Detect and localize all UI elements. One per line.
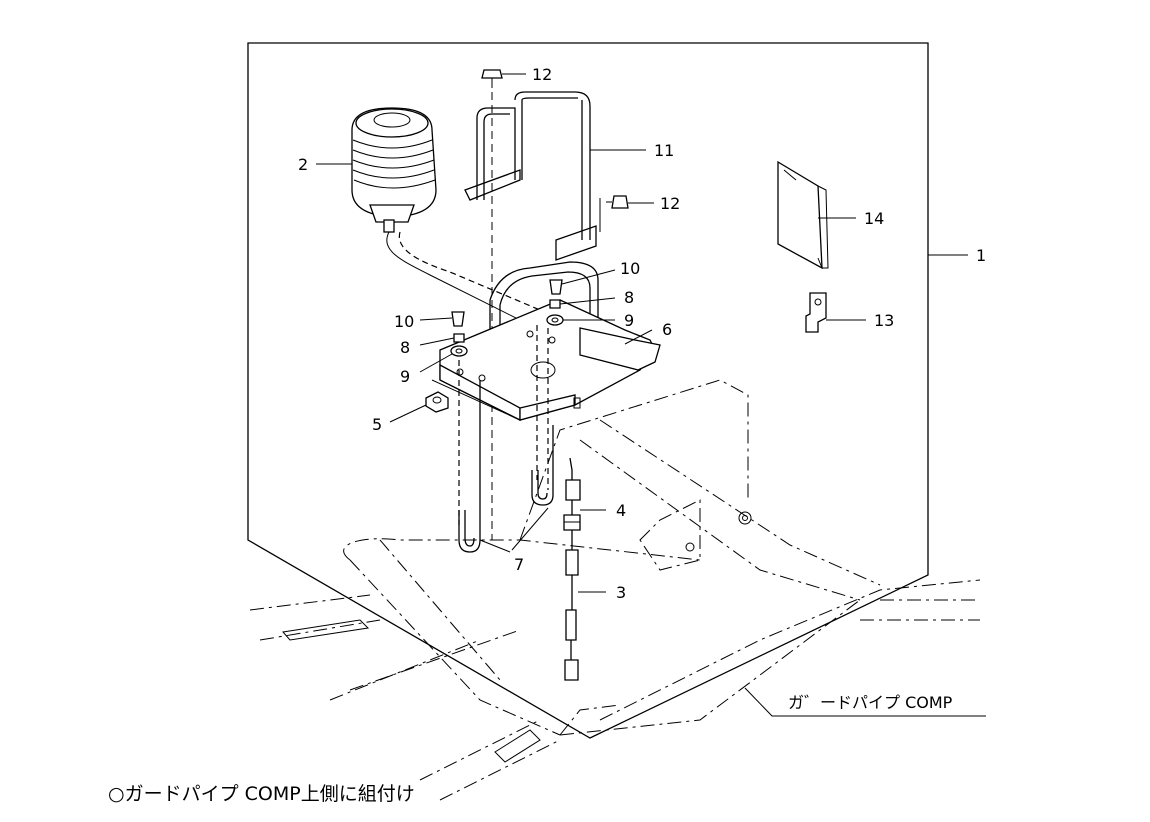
callout-10-left: 10: [394, 312, 414, 331]
callout-8-right: 8: [624, 288, 634, 307]
guard-pipe-frame: [249, 379, 981, 801]
callout-3: 3: [616, 583, 626, 602]
nut-stack-left: [450, 311, 468, 525]
assembly-label: ガ゛ードパイプ COMP: [788, 693, 953, 712]
callout-12-top: 12: [532, 65, 552, 84]
callout-9-left: 9: [400, 367, 410, 386]
assembly-boundary: [247, 42, 929, 739]
callout-11: 11: [654, 141, 674, 160]
instruction-manual: [777, 160, 829, 270]
callout-13: 13: [874, 311, 894, 330]
callout-9-right: 9: [624, 311, 634, 330]
flange-nut: [425, 391, 449, 413]
callout-5: 5: [372, 415, 382, 434]
callout-14: 14: [864, 209, 884, 228]
callout-10-right: 10: [620, 259, 640, 278]
guard-wire-frame: [464, 91, 599, 410]
nut-stack-right: [536, 279, 564, 490]
clamp-clip: [805, 292, 827, 333]
callout-1: 1: [976, 246, 986, 265]
callout-2: 2: [298, 155, 308, 174]
callout-8-left: 8: [400, 338, 410, 357]
callout-12-side: 12: [660, 194, 680, 213]
bolt-top: [481, 69, 503, 540]
assembly-note: ○ガードパイプ COMP上側に組付け: [108, 783, 415, 805]
callout-6: 6: [662, 320, 672, 339]
bolt-side: [599, 195, 629, 232]
wire-harness: [563, 457, 581, 681]
callout-7: 7: [514, 555, 524, 574]
callout-4: 4: [616, 501, 626, 520]
beacon-lamp: [351, 107, 561, 351]
u-bolts: [458, 380, 554, 553]
